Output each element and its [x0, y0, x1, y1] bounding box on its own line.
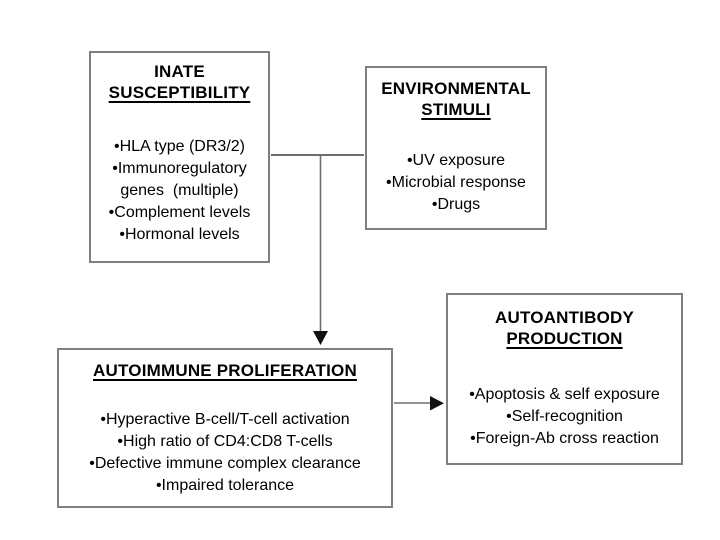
bullet-item: •Drugs: [431, 196, 481, 213]
box-autoimmune-proliferation: AUTOIMMUNE PROLIFERATION •Hyperactive B-…: [57, 348, 393, 508]
box-autoantibody-production: AUTOANTIBODY PRODUCTION •Apoptosis & self…: [446, 293, 683, 465]
bullet-item: •Microbial response: [386, 174, 526, 191]
arrowhead-down-icon: [313, 331, 328, 345]
bullet-item: •Self-recognition: [506, 408, 623, 425]
arrowhead-right-icon: [430, 396, 444, 411]
box-innate-susceptibility: INATE SUSCEPTIBILITY •HLA type (DR3/2) •Im…: [89, 51, 270, 263]
bullet-item: •Apoptosis & self exposure: [469, 386, 660, 403]
box-title-line: PRODUCTION: [506, 329, 623, 348]
bullet-item: •Hyperactive B-cell/T-cell activation: [100, 411, 350, 428]
bullet-item: •High ratio of CD4:CD8 T-cells: [117, 433, 333, 450]
box-items: •Hyperactive B-cell/T-cell activation •Hi…: [59, 409, 391, 497]
bullet-item: •Defective immune complex clearance: [89, 455, 361, 472]
box-title: INATE SUSCEPTIBILITY: [91, 61, 268, 103]
bullet-item: •Impaired tolerance: [155, 477, 295, 494]
bullet-item: •Immunoregulatory genes (multiple): [112, 160, 252, 199]
box-title: ENVIRONMENTAL STIMULI: [367, 78, 545, 120]
bullet-item: •Complement levels: [108, 204, 251, 221]
box-title-line: ENVIRONMENTAL: [381, 79, 531, 98]
box-items: •Apoptosis & self exposure •Self-recognit…: [448, 384, 681, 450]
box-title-line: AUTOIMMUNE PROLIFERATION: [93, 361, 357, 380]
box-environmental-stimuli: ENVIRONMENTAL STIMULI •UV exposure •Microb…: [365, 66, 547, 230]
box-title: AUTOIMMUNE PROLIFERATION: [59, 360, 391, 381]
box-title-line: SUSCEPTIBILITY: [108, 83, 251, 102]
bullet-item: •HLA type (DR3/2): [114, 138, 245, 155]
bullet-item: •Hormonal levels: [119, 226, 240, 243]
box-items: •UV exposure •Microbial response •Drugs: [367, 150, 545, 216]
box-items: •HLA type (DR3/2) •Immunoregulatory genes…: [91, 136, 268, 246]
box-title-line: INATE: [154, 62, 205, 81]
bullet-item: •UV exposure: [406, 152, 506, 169]
box-title: AUTOANTIBODY PRODUCTION: [448, 307, 681, 349]
bullet-item: •Foreign-Ab cross reaction: [470, 430, 659, 447]
box-title-line: STIMULI: [421, 100, 491, 119]
box-title-line: AUTOANTIBODY: [494, 308, 635, 327]
